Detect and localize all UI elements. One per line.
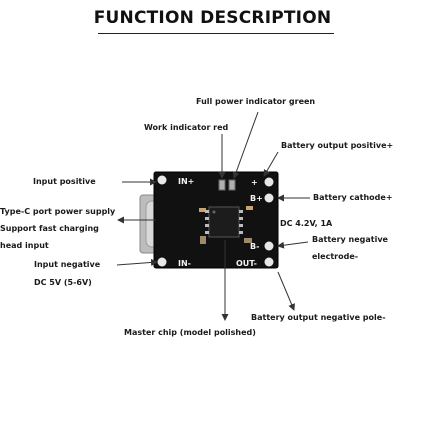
page-title: FUNCTION DESCRIPTION <box>93 8 332 28</box>
label-battery-output-negative: Battery output negative pole- <box>251 313 386 322</box>
label-battery-cathode: Battery cathode+ <box>313 193 393 202</box>
label-input-positive: Input positive <box>33 177 96 186</box>
arrow-battery-negative <box>277 241 309 249</box>
label-work-indicator: Work indicator red <box>144 123 229 132</box>
label-typec-line2: Support fast charging <box>0 224 99 233</box>
label-full-power-indicator: Full power indicator green <box>196 97 316 106</box>
left-edge-pads <box>157 175 167 267</box>
led-red <box>218 179 226 191</box>
callout-arrows <box>116 111 310 321</box>
master-chip <box>205 206 243 238</box>
label-battery-output-positive: Battery output positive+ <box>281 141 394 150</box>
label-battery-negative-line1: Battery negative <box>312 235 388 244</box>
label-dc-input: DC 5V (5-6V) <box>34 278 92 287</box>
arrow-input-negative <box>116 258 158 266</box>
silk-b-minus: B- <box>250 242 260 251</box>
silk-in-plus: IN+ <box>178 177 195 186</box>
label-input-negative: Input negative <box>34 260 101 269</box>
right-edge-pads <box>264 177 274 267</box>
arrow-battery-output-negative <box>277 271 295 311</box>
resistor <box>199 208 206 212</box>
label-master-chip: Master chip (model polished) <box>124 328 256 337</box>
silk-b-plus: B+ <box>250 194 263 203</box>
arrow-full-power <box>232 111 259 179</box>
capacitor <box>200 236 206 244</box>
label-dc-rating: DC 4.2V, 1A <box>280 219 333 228</box>
silk-out-minus: OUT- <box>236 259 257 268</box>
label-typec-line1: Type-C port power supply <box>0 207 116 216</box>
led-green <box>228 179 236 191</box>
silk-in-minus: IN- <box>178 259 191 268</box>
label-typec-line3: head input <box>0 241 49 250</box>
capacitor <box>244 238 252 243</box>
title-underline <box>98 33 334 34</box>
arrow-battery-output-positive <box>263 151 279 177</box>
resistor <box>246 206 253 210</box>
label-battery-negative-line2: electrode- <box>312 252 359 261</box>
silk-plus: + <box>251 178 258 187</box>
